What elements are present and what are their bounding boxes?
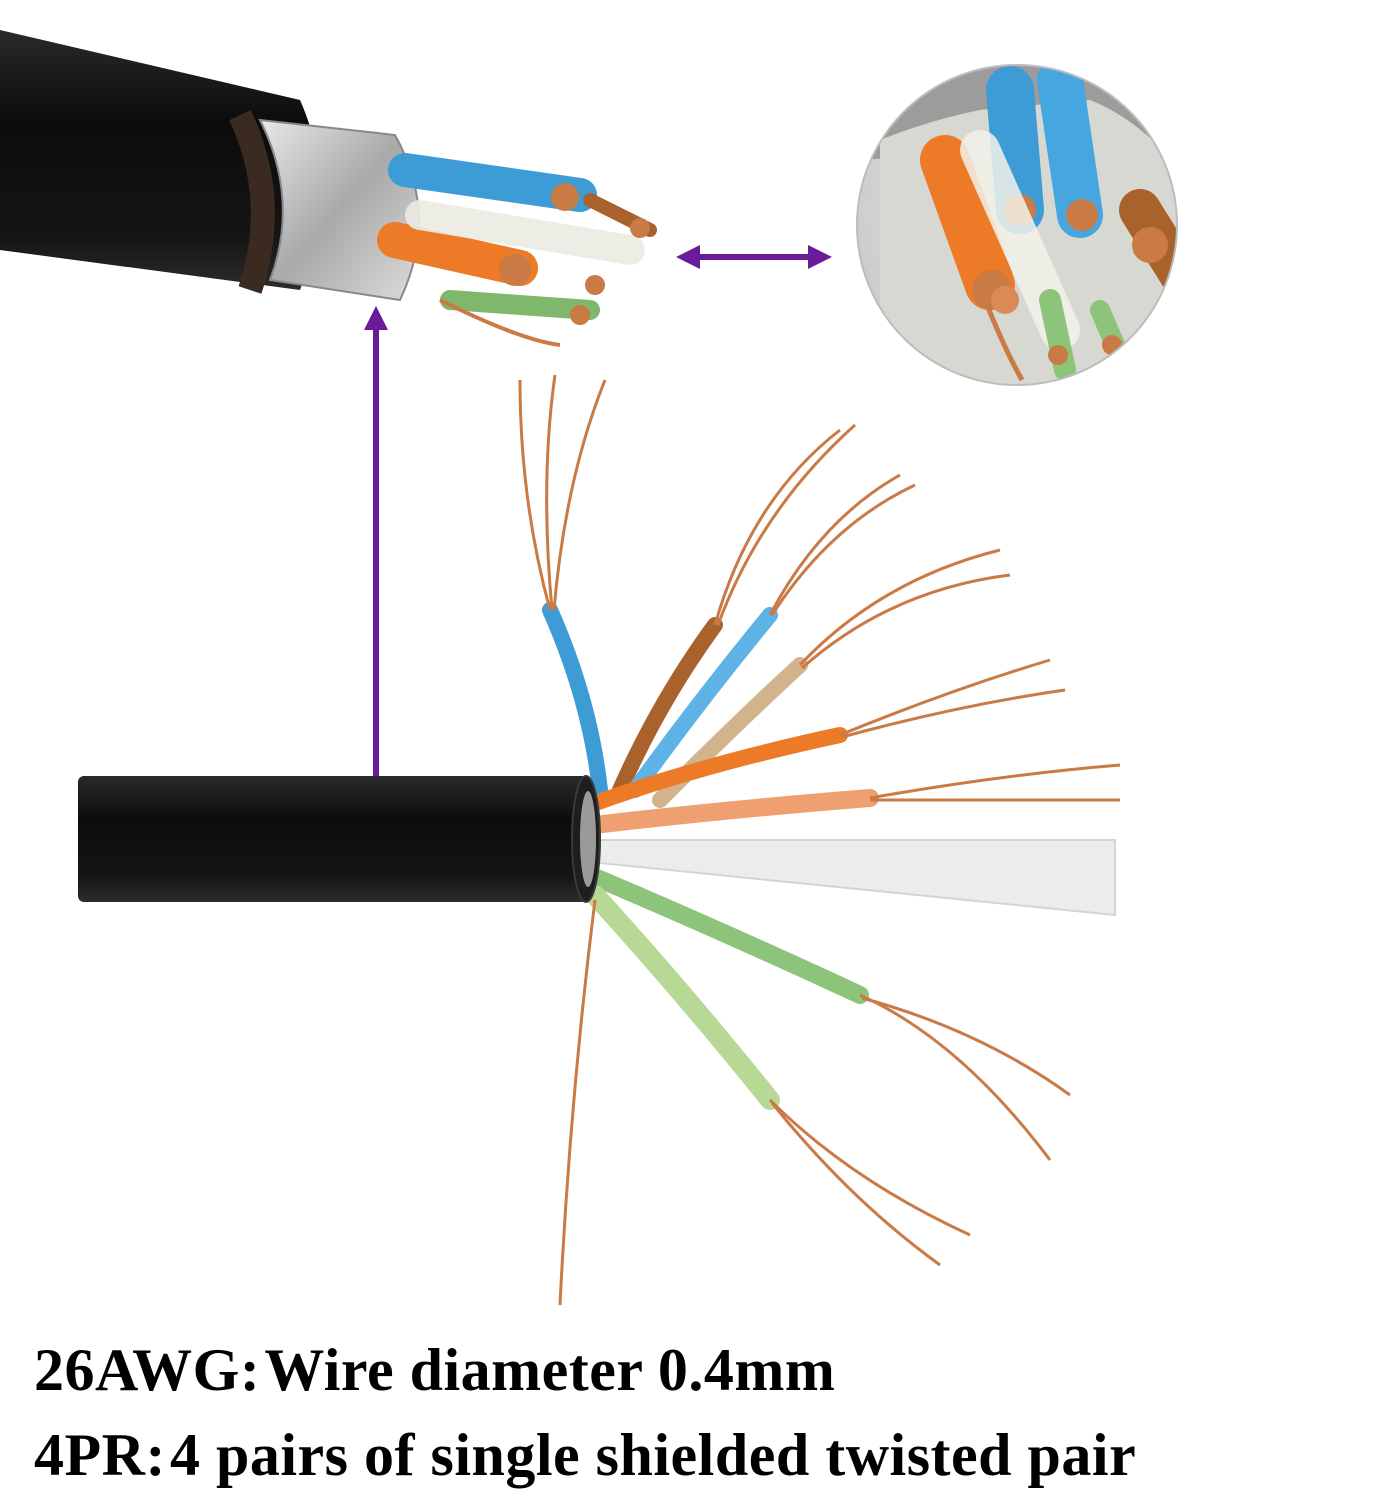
bottom-cable bbox=[78, 374, 1121, 1306]
spec-separator: : bbox=[145, 1422, 166, 1488]
magnified-view bbox=[856, 64, 1178, 386]
spec-separator: : bbox=[239, 1337, 261, 1403]
top-cable bbox=[0, 30, 657, 347]
cable-photo bbox=[0, 30, 1178, 1306]
spec-value: Wire diameter 0.4mm bbox=[264, 1337, 836, 1403]
foil-shield bbox=[258, 118, 420, 302]
spec-line-pairs: 4PR:4 pairs of single shielded twisted p… bbox=[34, 1425, 1136, 1485]
spec-line-awg: 26AWG:Wire diameter 0.4mm bbox=[34, 1340, 835, 1400]
spec-value: 4 pairs of single shielded twisted pair bbox=[169, 1422, 1137, 1488]
spec-label: 4PR bbox=[34, 1422, 146, 1488]
spec-label: 26AWG bbox=[34, 1337, 240, 1403]
